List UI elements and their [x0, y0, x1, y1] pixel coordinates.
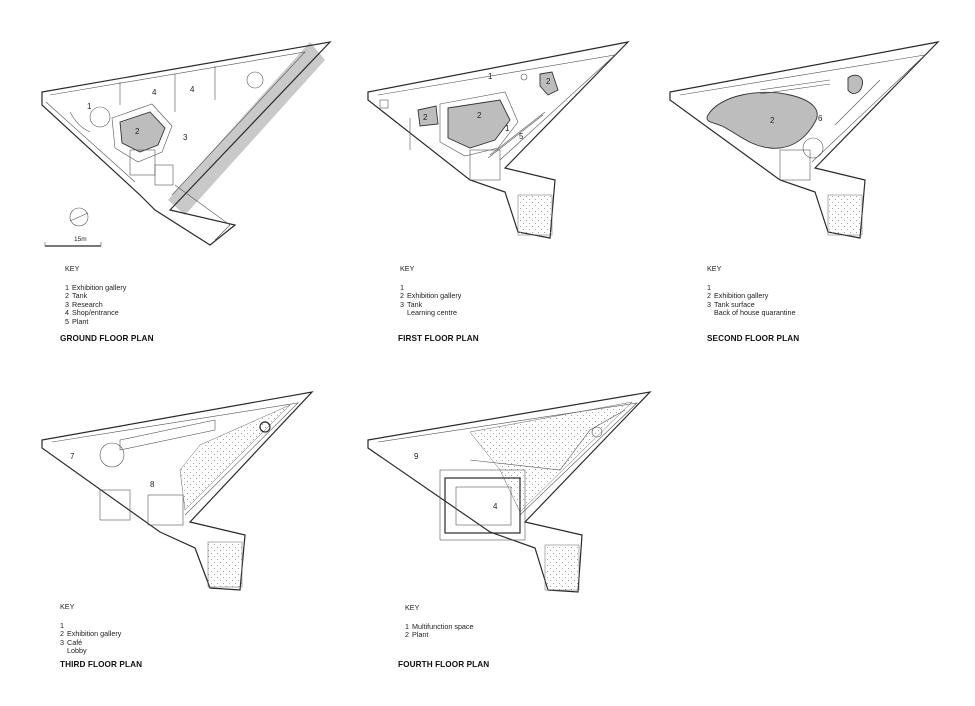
room-number: 4	[190, 85, 195, 94]
plan-title: FOURTH FLOOR PLAN	[398, 660, 490, 669]
scale-bar-label: 15m	[74, 236, 87, 243]
third-floor-drawing: 7 8	[41, 391, 314, 591]
plan-title: GROUND FLOOR PLAN	[60, 334, 154, 343]
room-number: 6	[818, 114, 823, 123]
first-tank-small	[417, 105, 439, 127]
plan-title: FIRST FLOOR PLAN	[398, 334, 479, 343]
key-item: Learning centre	[407, 308, 457, 318]
fourth-floor-drawing: 9 4	[367, 391, 652, 593]
second-floor-drawing: 2 6	[669, 41, 940, 239]
room-number: 7	[70, 452, 75, 461]
ground-outline	[41, 41, 332, 246]
key-item: 1	[60, 620, 64, 630]
key-title: KEY	[707, 264, 722, 273]
second-tank-side	[847, 74, 863, 94]
room-number: 1	[505, 124, 510, 133]
room-number: 1	[87, 102, 92, 111]
room-number: 2	[546, 77, 551, 86]
third-roof-area	[179, 404, 291, 511]
key-title: KEY	[405, 603, 420, 612]
key-item: 1	[707, 282, 711, 292]
key-title: KEY	[60, 602, 75, 611]
room-number: 3	[183, 133, 188, 142]
room-number: 4	[152, 88, 157, 97]
second-outline	[669, 41, 940, 239]
key-title: KEY	[400, 264, 415, 273]
ground-shaded-walkway	[168, 42, 325, 215]
first-outline	[367, 41, 630, 239]
room-number: 2	[135, 127, 140, 136]
plan-title: SECOND FLOOR PLAN	[707, 334, 800, 343]
fourth-outline	[367, 391, 652, 593]
room-number: 9	[414, 452, 419, 461]
room-number: 1	[488, 72, 493, 81]
key-item: 1	[400, 282, 404, 292]
north-arrow-icon	[69, 207, 89, 227]
plan-title: THIRD FLOOR PLAN	[60, 660, 143, 669]
key-item: Back of house quarantine	[714, 308, 796, 318]
room-number: 2	[423, 113, 428, 122]
first-floor-drawing: 1 2 2 2 1 5	[367, 41, 630, 239]
room-number: 8	[150, 480, 155, 489]
fourth-multifunction-room	[444, 477, 521, 534]
ground-floor-drawing: 15m 1 2 3 4 4	[41, 41, 332, 247]
key-item: Lobby	[67, 646, 87, 656]
room-number: 2	[477, 111, 482, 120]
room-number: 4	[493, 502, 498, 511]
room-number: 2	[770, 116, 775, 125]
first-tank-side	[539, 71, 559, 96]
second-tank-surface	[706, 92, 818, 149]
key-title: KEY	[65, 264, 80, 273]
room-number: 5	[519, 132, 524, 141]
ground-tank	[119, 111, 166, 153]
first-tank-main	[447, 99, 511, 149]
